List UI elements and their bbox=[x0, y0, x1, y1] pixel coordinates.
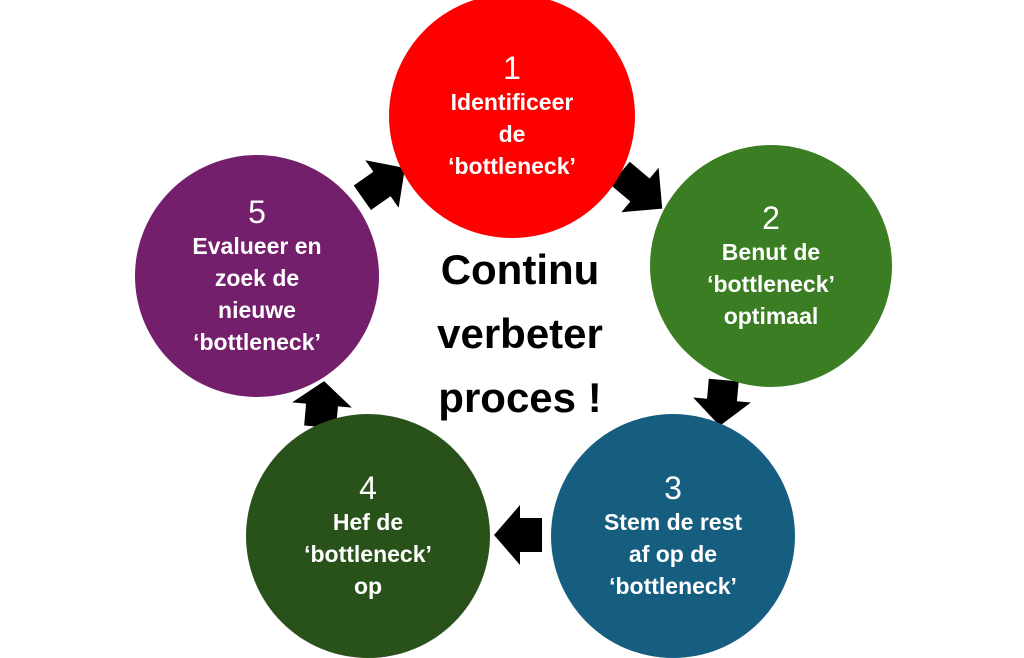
step-2-circle: 2 Benut de ‘bottleneck’ optimaal bbox=[650, 145, 892, 387]
step-number: 5 bbox=[248, 194, 266, 230]
step-label-line: optimaal bbox=[723, 303, 819, 329]
step-number: 2 bbox=[762, 200, 780, 236]
step-number: 1 bbox=[503, 50, 521, 86]
step-label-line: Stem de rest bbox=[603, 509, 743, 535]
step-label-line: ‘bottleneck’ bbox=[304, 541, 432, 567]
step-label-line: zoek de bbox=[214, 265, 300, 291]
step-label-line: Identificeer bbox=[450, 89, 574, 115]
center-title-line: Continu bbox=[440, 246, 600, 293]
step-label-line: ‘bottleneck’ bbox=[448, 153, 576, 179]
step-5-circle: 5 Evalueer en zoek de nieuwe ‘bottleneck… bbox=[135, 155, 379, 397]
step-1-circle: 1 Identificeer de ‘bottleneck’ bbox=[389, 0, 635, 238]
step-label-line: Benut de bbox=[721, 239, 821, 265]
arrow-5-to-1 bbox=[353, 160, 405, 211]
step-label-line: op bbox=[353, 573, 383, 599]
step-label-line: af op de bbox=[628, 541, 718, 567]
center-title-line: verbeter bbox=[437, 310, 603, 357]
step-number: 4 bbox=[359, 470, 377, 506]
center-title-line: proces ! bbox=[438, 374, 602, 421]
arrow-4-to-5 bbox=[292, 381, 352, 429]
arrow-3-to-4 bbox=[494, 505, 542, 565]
step-3-circle: 3 Stem de rest af op de ‘bottleneck’ bbox=[551, 414, 795, 658]
step-label-line: ‘bottleneck’ bbox=[707, 271, 835, 297]
step-label-line: Evalueer en bbox=[192, 233, 322, 259]
arrow-1-to-2 bbox=[610, 161, 663, 213]
step-4-circle: 4 Hef de ‘bottleneck’ op bbox=[246, 414, 490, 658]
arrow-2-to-3 bbox=[693, 378, 751, 426]
step-label-line: ‘bottleneck’ bbox=[193, 329, 321, 355]
step-label-line: ‘bottleneck’ bbox=[609, 573, 737, 599]
step-label-line: de bbox=[498, 121, 526, 147]
step-number: 3 bbox=[664, 470, 682, 506]
step-label-line: Hef de bbox=[332, 509, 404, 535]
step-label-line: nieuwe bbox=[218, 297, 296, 323]
center-title: Continu verbeter proces ! bbox=[400, 238, 640, 430]
